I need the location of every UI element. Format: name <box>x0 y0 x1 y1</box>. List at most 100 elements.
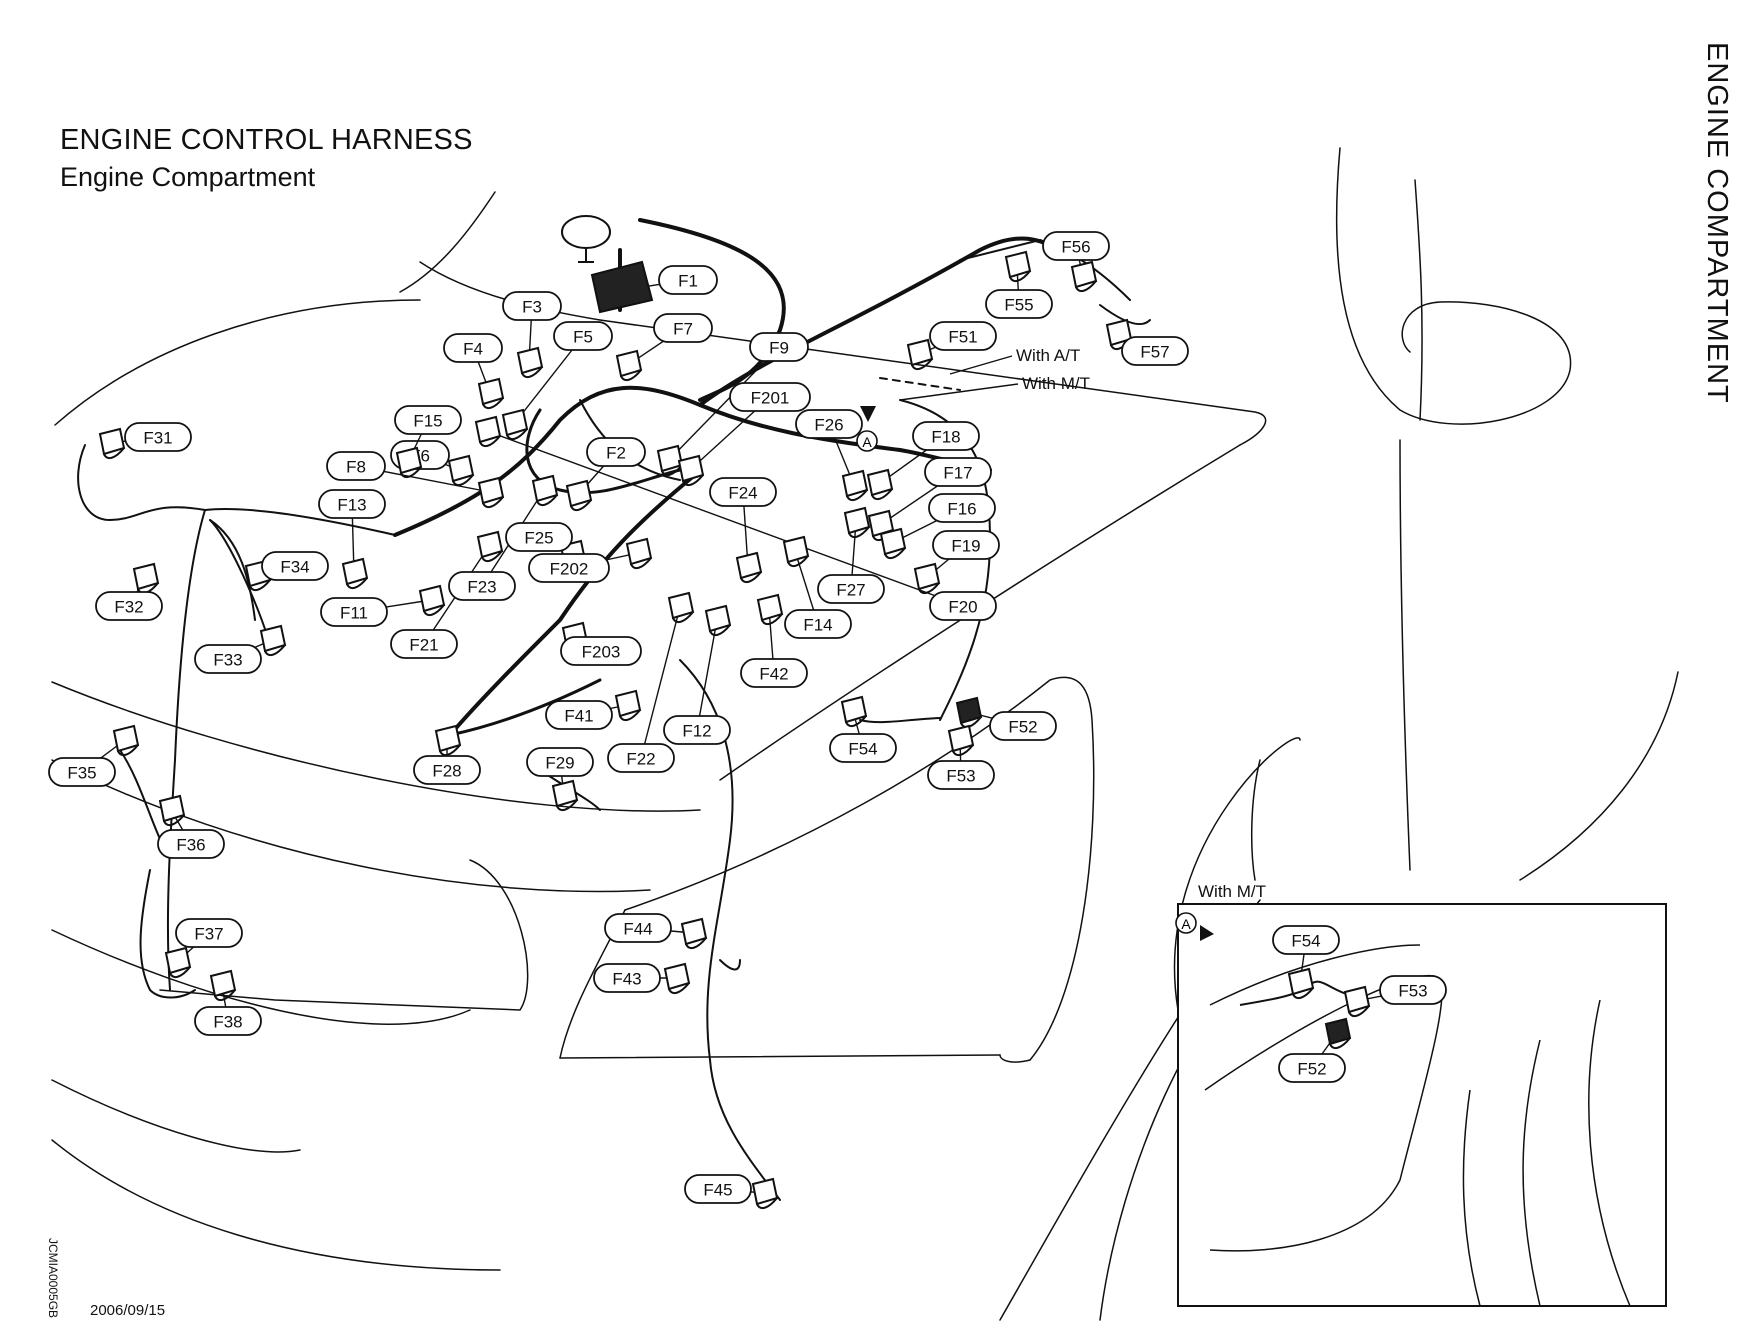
connector-label-f15-text: F15 <box>413 412 442 431</box>
connector-label-f11: F11 <box>320 597 388 627</box>
connector-label-f22-text: F22 <box>626 750 655 769</box>
connector-label-f31-text: F31 <box>143 429 172 448</box>
connector-label-f34: F34 <box>261 551 329 581</box>
connector-label-f24: F24 <box>709 477 777 507</box>
connector-label-f21: F21 <box>390 629 458 659</box>
connector-f33-icon <box>259 624 287 657</box>
inset-connector-label-f52: F52 <box>1278 1053 1346 1083</box>
connector-label-f45: F45 <box>684 1174 752 1204</box>
connector-label-f41: F41 <box>545 700 613 730</box>
connector-label-f37-text: F37 <box>194 925 223 944</box>
connector-label-f52-text: F52 <box>1008 718 1037 737</box>
connector-f202-icon <box>625 537 653 570</box>
vehicle-body-outline <box>51 147 1679 1321</box>
inset-connector-f54-icon <box>1287 967 1315 1000</box>
connector-f29-icon <box>551 779 579 812</box>
connector-label-f57-text: F57 <box>1140 343 1169 362</box>
connector-f8-icon <box>477 476 505 509</box>
connector-label-f18: F18 <box>912 421 980 451</box>
connector-f24-icon <box>735 551 763 584</box>
connector-f3-icon <box>516 346 544 379</box>
arrow-icon <box>860 406 876 422</box>
connector-f18-icon <box>866 468 894 501</box>
inset-connector-f53-icon <box>1343 985 1371 1018</box>
connector-label-f42-text: F42 <box>759 665 788 684</box>
connector-f201-icon <box>677 454 705 487</box>
connector-label-f4-text: F4 <box>463 340 483 359</box>
connector-label-f201-text: F201 <box>751 389 790 408</box>
connector-label-f29: F29 <box>526 747 594 777</box>
connector-f44-icon <box>680 917 708 950</box>
connector-label-f13: F13 <box>318 489 386 519</box>
point-a-marker: A <box>856 430 878 452</box>
note-with-mt: With M/T <box>1022 374 1090 393</box>
connector-f12-icon <box>704 604 732 637</box>
connector-f14-icon <box>782 535 810 568</box>
connector-label-f32: F32 <box>95 591 163 621</box>
note-with-at: With A/T <box>1016 346 1080 365</box>
connector-label-f27-text: F27 <box>836 581 865 600</box>
connector-label-f19-text: F19 <box>951 537 980 556</box>
connector-f38-icon <box>209 969 237 1002</box>
inset-connector-label-f54-text: F54 <box>1291 932 1320 951</box>
inset-connector-label-f53: F53 <box>1379 975 1447 1005</box>
connector-label-f2: F2 <box>586 437 646 467</box>
connector-label-f11-text: F11 <box>340 604 368 623</box>
connector-label-f20-text: F20 <box>948 598 977 617</box>
connector-f51-icon <box>906 338 934 371</box>
connector-f23-icon <box>531 474 559 507</box>
connector-f22-icon <box>667 591 695 624</box>
connector-label-f53: F53 <box>927 760 995 790</box>
connector-label-f15: F15 <box>394 405 462 435</box>
connector-f56-icon <box>1070 260 1098 293</box>
leader-f9 <box>668 346 780 461</box>
connector-label-f13-text: F13 <box>337 496 366 515</box>
connector-label-f26: F26 <box>795 409 863 439</box>
connector-label-f51: F51 <box>929 321 997 351</box>
connector-f54-icon <box>840 695 868 728</box>
connector-label-f32-text: F32 <box>114 598 143 617</box>
connector-label-f18-text: F18 <box>931 428 960 447</box>
connector-label-f23-text: F23 <box>467 578 496 597</box>
connector-f4-icon <box>477 377 505 410</box>
connector-f6-icon <box>447 454 475 487</box>
connector-label-f5-text: F5 <box>573 328 593 347</box>
connector-label-f201: F201 <box>729 382 811 412</box>
section-side-title: ENGINE COMPARTMENT <box>1701 42 1733 404</box>
svg-text:A: A <box>862 434 872 450</box>
figure-date: 2006/09/15 <box>90 1302 166 1319</box>
connector-label-f2-text: F2 <box>606 444 626 463</box>
connector-label-f14: F14 <box>784 609 852 639</box>
connector-f37-icon <box>164 946 192 979</box>
connector-label-f33: F33 <box>194 644 262 674</box>
connector-label-f54: F54 <box>829 733 897 763</box>
inset-connector-label-f52-text: F52 <box>1297 1060 1326 1079</box>
connector-label-f52: F52 <box>989 711 1057 741</box>
connector-label-f31: F31 <box>124 422 192 452</box>
connector-label-f17-text: F17 <box>943 464 972 483</box>
connector-label-f27: F27 <box>817 574 885 604</box>
connector-label-f12-text: F12 <box>682 722 711 741</box>
connector-label-f21-text: F21 <box>409 636 438 655</box>
inset-connector-label-f54: F54 <box>1272 925 1340 955</box>
connector-label-f56-text: F56 <box>1061 238 1090 257</box>
connector-f52-icon <box>955 696 983 729</box>
connector-label-f202-text: F202 <box>550 560 589 579</box>
page-subtitle: Engine Compartment <box>60 162 316 192</box>
connector-f21-icon <box>476 530 504 563</box>
connector-label-f7-text: F7 <box>673 320 693 339</box>
leader-f20 <box>486 430 964 607</box>
connector-f45-icon <box>751 1177 779 1210</box>
connector-label-f28: F28 <box>413 755 481 785</box>
connector-label-f14-text: F14 <box>803 616 832 635</box>
connector-label-f35-text: F35 <box>67 764 96 783</box>
connector-label-f28-text: F28 <box>432 762 461 781</box>
connector-label-f24-text: F24 <box>728 484 757 503</box>
inset-mt-detail: With M/T <box>1177 882 1667 1307</box>
connector-label-f53-text: F53 <box>946 767 975 786</box>
connector-label-f202: F202 <box>528 553 610 583</box>
connector-label-f41-text: F41 <box>564 707 593 726</box>
connector-label-f5: F5 <box>553 321 613 351</box>
connector-label-f43-text: F43 <box>612 970 641 989</box>
connector-f13-icon <box>341 557 369 590</box>
